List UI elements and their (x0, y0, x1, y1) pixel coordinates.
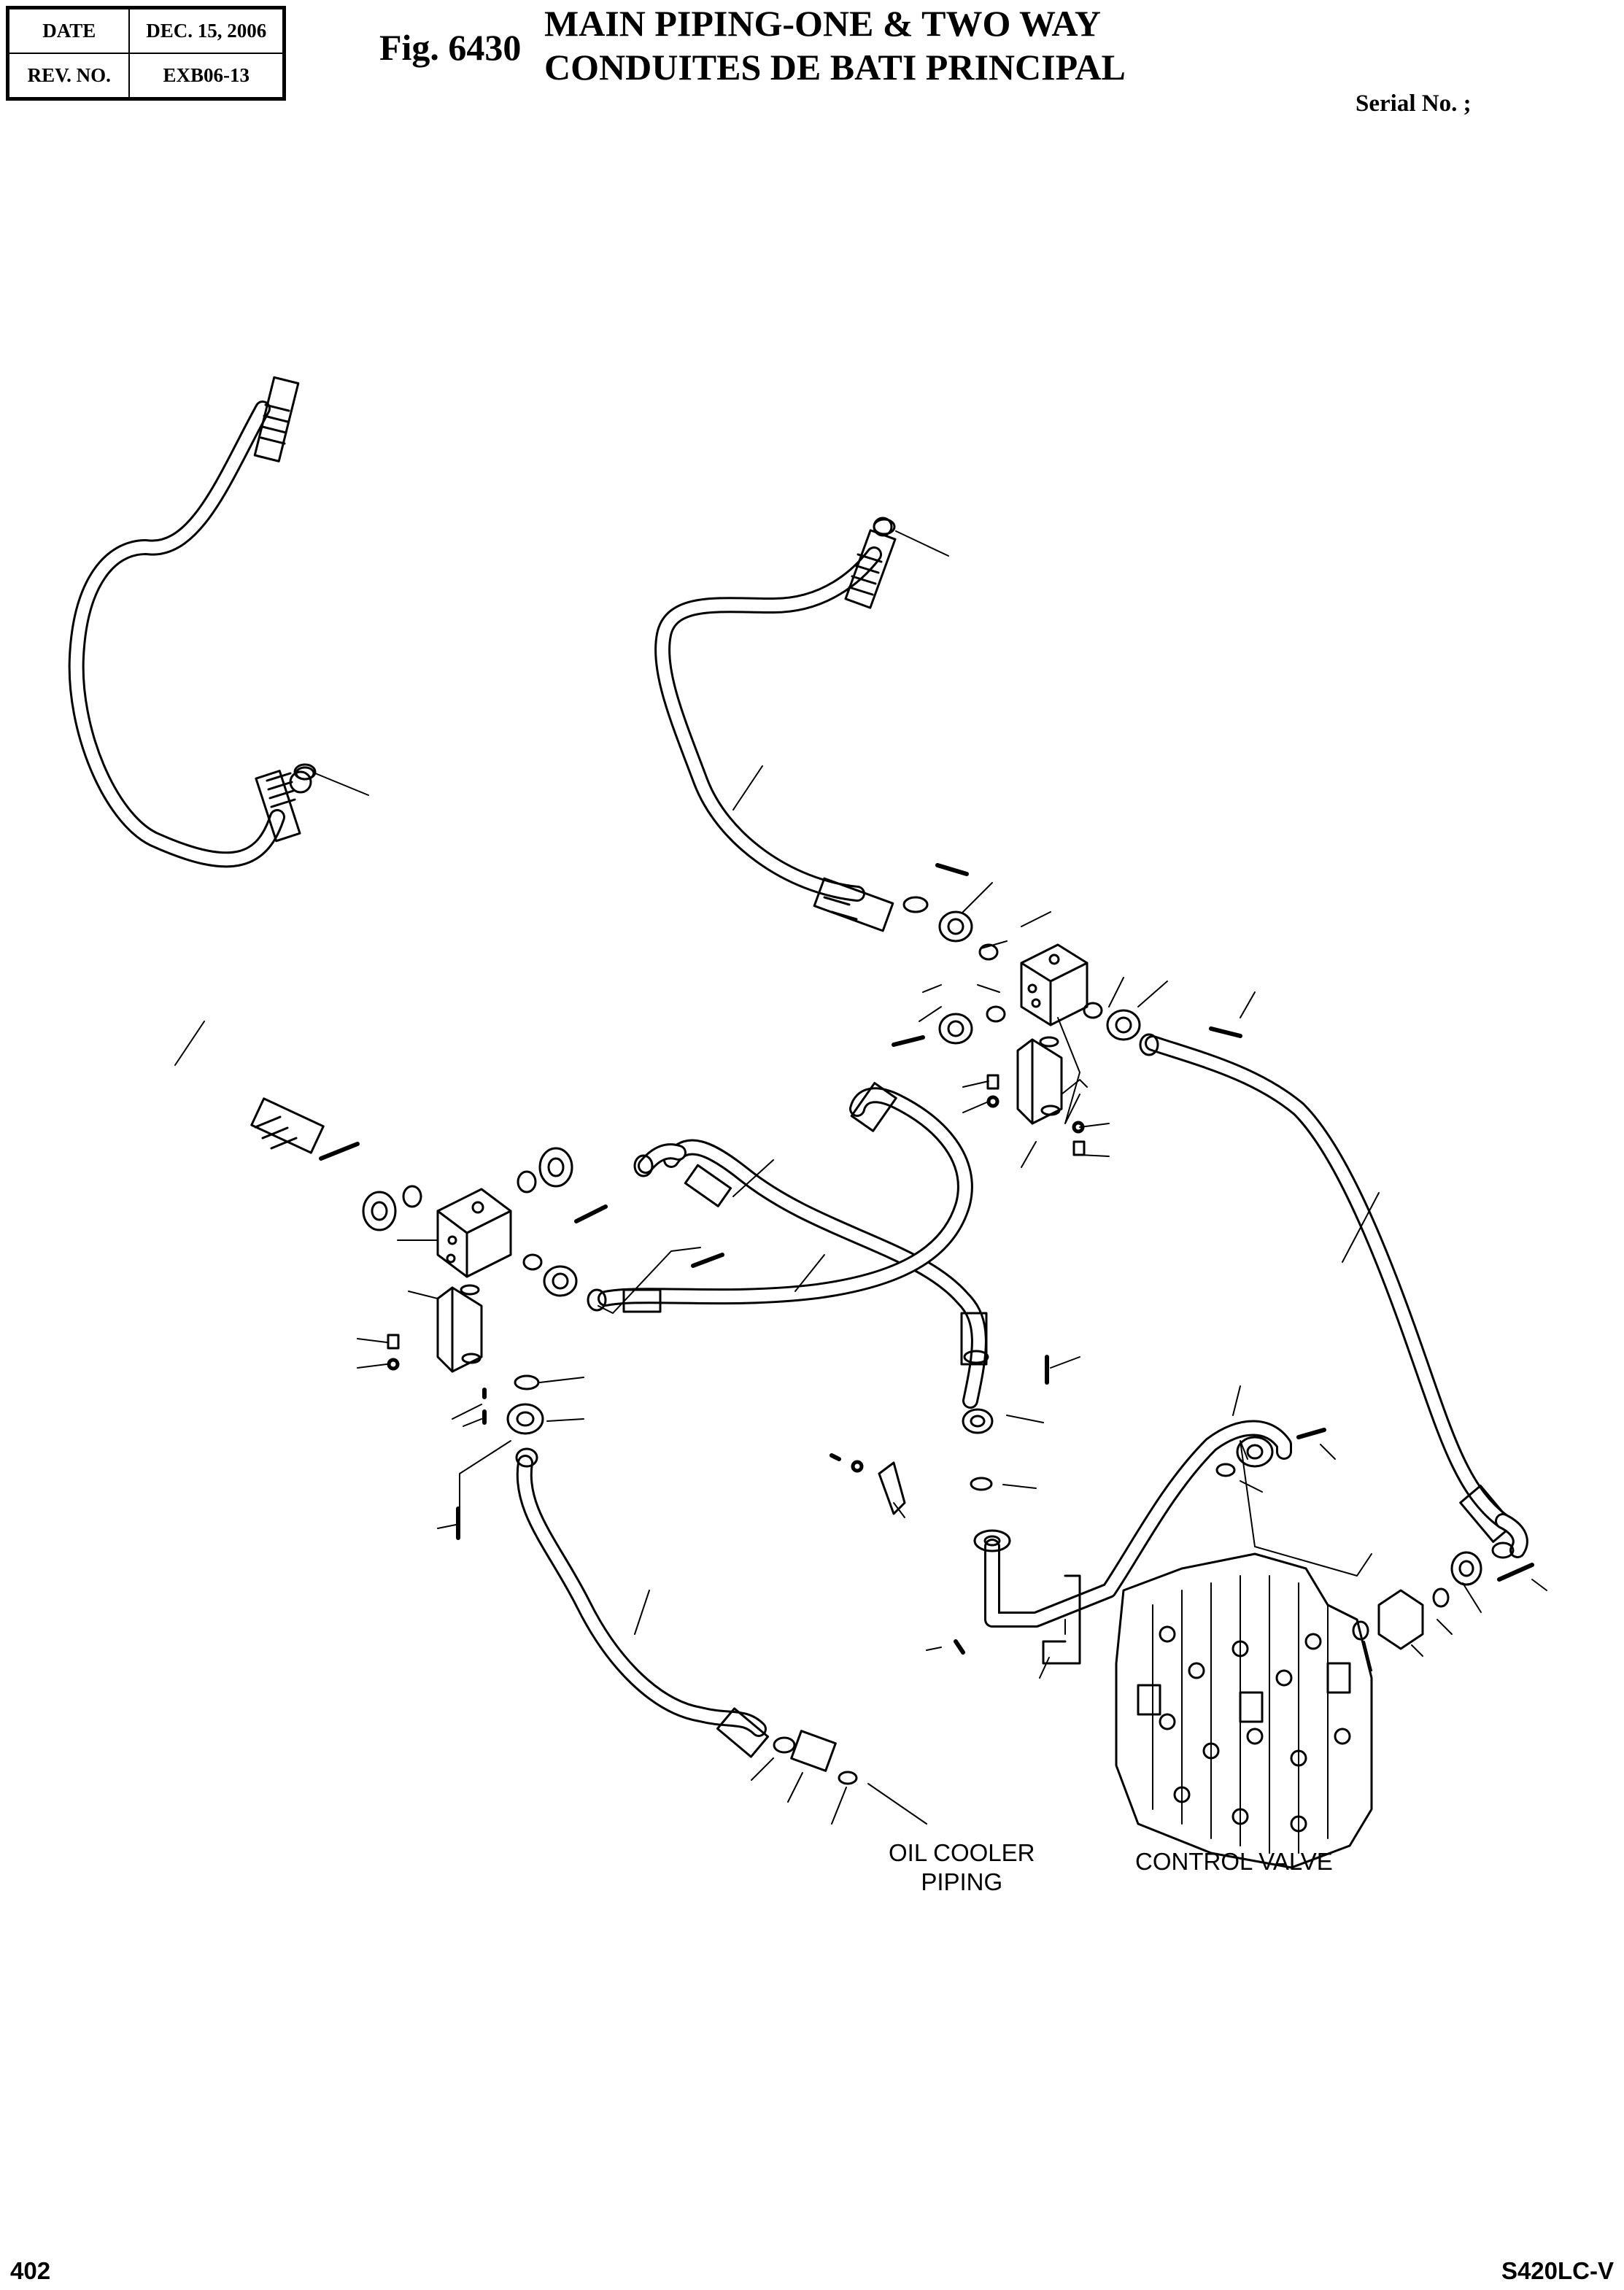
oil-cooler-label-line1: OIL COOLER (889, 1839, 1035, 1866)
bolts-left (319, 1142, 724, 1268)
control-valve-label: CONTROL VALVE (1135, 1848, 1333, 1875)
page-number: 402 (10, 2257, 51, 2284)
rev-label: REV. NO. (7, 53, 131, 98)
serial-number: Serial No. ; (1356, 90, 1472, 117)
pipe-control-valve (973, 1420, 1292, 1628)
leader-lines (174, 530, 1547, 1825)
hose-upper-lower-fitting (813, 877, 929, 932)
o-ring-left-top (293, 763, 317, 781)
flange-lower-left (456, 1374, 544, 1540)
bracket-right (986, 1036, 1086, 1156)
oil-cooler-label-line2: PIPING (921, 1868, 1003, 1895)
figure-title: MAIN PIPING-ONE & TWO WAY CONDUITES DE B… (544, 1, 1126, 89)
flange-clamps-left (362, 1147, 578, 1297)
manifold-block-left (436, 1188, 512, 1278)
hose-middle-lower (587, 1082, 973, 1313)
date-value: DEC. 15, 2006 (128, 8, 284, 54)
revision-table: DATE DEC. 15, 2006 REV. NO. EXB06-13 (6, 6, 286, 101)
title-english: MAIN PIPING-ONE & TWO WAY (544, 3, 1102, 44)
vertical-pipe-mid (830, 1355, 1081, 1665)
hose-oil-cooler (515, 1447, 858, 1785)
hose-right-long (1139, 1033, 1528, 1559)
manifold-block-right (1020, 943, 1089, 1026)
bracket-left (387, 1284, 483, 1373)
title-french: CONDUITES DE BATI PRINCIPAL (544, 47, 1126, 88)
figure-number: Fig. 6430 (379, 27, 522, 68)
bolts-right (892, 863, 1242, 1047)
control-valve-body (1115, 1552, 1373, 1869)
block-near-valve (1296, 1428, 1534, 1650)
model-number: S420LC-V (1501, 2257, 1614, 2284)
hose-left-long-fittings (250, 376, 325, 1154)
rev-value: EXB06-13 (128, 53, 284, 98)
hose-middle-upper (633, 1139, 989, 1409)
o-ring-upper-top (873, 518, 896, 535)
oil-cooler-label: OIL COOLER PIPING (889, 1838, 1035, 1897)
date-label: DATE (7, 8, 131, 54)
hose-left-long (68, 401, 301, 868)
flange-clamps-right (938, 910, 1141, 1045)
